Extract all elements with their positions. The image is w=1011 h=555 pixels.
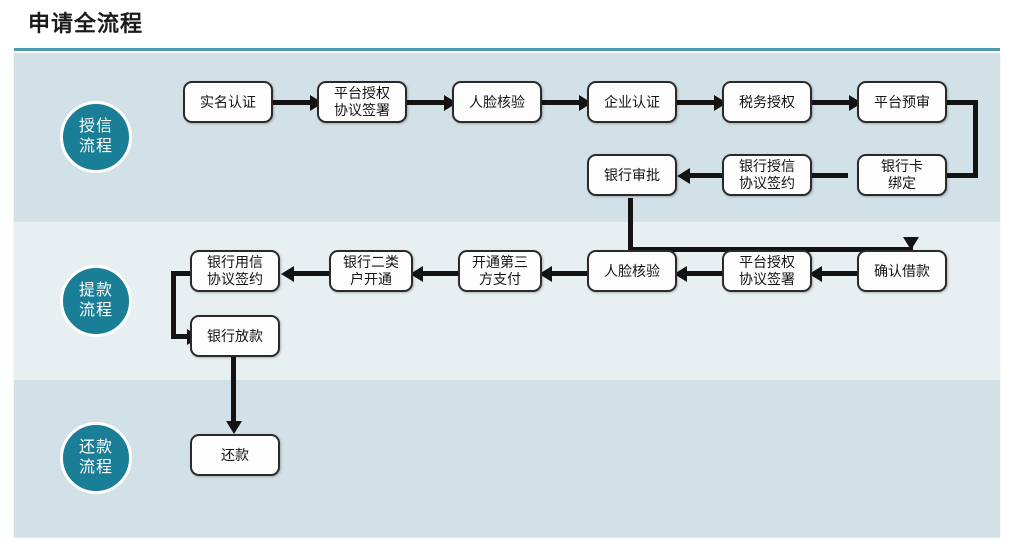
node-人脸核验-提款[interactable]: 人脸核验 [587, 250, 677, 292]
node-平台授权协议签署-提款[interactable]: 平台授权 协议签署 [722, 250, 812, 292]
node-银行授信协议签约[interactable]: 银行授信 协议签约 [722, 154, 812, 196]
node-label-line2: 绑定 [888, 175, 916, 191]
node-label-line1: 平台授权 [739, 254, 795, 270]
node-label-line1: 还款 [221, 446, 249, 463]
connector-n3-n4 [542, 100, 579, 105]
node-人脸核验[interactable]: 人脸核验 [452, 81, 542, 123]
title-divider [14, 48, 1000, 51]
connector-n12-n13 [552, 271, 588, 276]
node-label-line2: 户开通 [350, 271, 392, 287]
connector-n9-n10-down [628, 198, 633, 252]
node-还款[interactable]: 还款 [190, 434, 280, 476]
node-label-line1: 税务授权 [739, 93, 795, 110]
band-credit-process [14, 53, 1000, 222]
connector-n10-n11 [822, 271, 858, 276]
arrowhead-n14-n15 [281, 265, 294, 282]
node-平台预审[interactable]: 平台预审 [857, 81, 947, 123]
node-银行用信协议签约[interactable]: 银行用信 协议签约 [190, 250, 280, 292]
node-label-line1: 平台预审 [874, 93, 930, 110]
node-label-line1: 平台授权 [334, 85, 390, 101]
connector-n4-n5 [677, 100, 714, 105]
connector-n5-n6 [812, 100, 849, 105]
arrowhead-n13-n14 [410, 265, 423, 282]
node-label-line2: 协议签约 [207, 271, 263, 287]
stage-label-withdraw-line1: 提款 [78, 282, 113, 299]
connector-n1-n2 [273, 100, 310, 105]
node-平台授权协议签署[interactable]: 平台授权 协议签署 [317, 81, 407, 123]
node-label-line2: 协议签约 [739, 175, 795, 191]
connector-n8-n9 [690, 173, 726, 178]
node-实名认证[interactable]: 实名认证 [183, 81, 273, 123]
stage-label-credit-line2: 流程 [78, 138, 113, 155]
node-label-line1: 开通第三 [472, 254, 528, 270]
stage-label-repay-line1: 还款 [78, 439, 113, 456]
node-label-line1: 企业认证 [604, 93, 660, 110]
connector-n2-n3 [407, 100, 444, 105]
node-开通第三方支付[interactable]: 开通第三 方支付 [458, 250, 542, 292]
node-label-line2: 协议签署 [334, 102, 390, 118]
arrowhead-n12-n13 [539, 265, 552, 282]
band-repay-process [14, 380, 1000, 537]
connector-n15-n16-in [171, 334, 192, 339]
arrowhead-n10-n11 [809, 265, 822, 282]
connector-n6-n7-in [928, 173, 978, 178]
connector-n14-n15 [294, 271, 330, 276]
page-title: 申请全流程 [28, 11, 144, 36]
connector-n6-n7-out [947, 100, 978, 105]
node-label-line1: 银行卡 [881, 158, 923, 174]
stage-label-withdraw[interactable]: 提款 流程 [60, 265, 132, 337]
node-label-line1: 人脸核验 [604, 262, 660, 279]
node-label-line1: 银行放款 [207, 327, 263, 344]
node-银行二类户开通[interactable]: 银行二类 户开通 [329, 250, 413, 292]
node-label-line1: 银行用信 [207, 254, 263, 270]
connector-n7-n8 [812, 173, 848, 178]
node-税务授权[interactable]: 税务授权 [722, 81, 812, 123]
node-label-line1: 银行授信 [739, 158, 795, 174]
node-label-line1: 银行审批 [604, 166, 660, 183]
connector-n6-n7-down [973, 100, 978, 178]
flowchart-canvas: 授信 流程 提款 流程 还款 流程 [14, 53, 1000, 537]
node-企业认证[interactable]: 企业认证 [587, 81, 677, 123]
node-银行卡绑定[interactable]: 银行卡 绑定 [857, 154, 947, 196]
arrowhead-n8-n9 [677, 167, 690, 184]
node-label-line1: 确认借款 [874, 262, 930, 279]
arrowhead-n9-n10 [902, 237, 919, 250]
stage-label-repay-line2: 流程 [78, 459, 113, 476]
stage-label-credit-line1: 授信 [78, 118, 113, 135]
node-银行放款[interactable]: 银行放款 [190, 315, 280, 357]
band-withdraw-process [14, 222, 1000, 380]
node-label-line1: 人脸核验 [469, 93, 525, 110]
arrowhead-n16-n17 [225, 421, 242, 434]
node-label-line1: 银行二类 [343, 254, 399, 270]
node-确认借款[interactable]: 确认借款 [857, 250, 947, 292]
connector-n15-n16-down [171, 271, 176, 339]
connector-n13-n14 [423, 271, 459, 276]
stage-label-credit[interactable]: 授信 流程 [60, 101, 132, 173]
connector-n9-n10-across [628, 247, 913, 252]
connector-n11-n12 [687, 271, 723, 276]
arrowhead-n11-n12 [674, 265, 687, 282]
connector-n15-n16-out [171, 271, 194, 276]
connector-n16-n17 [231, 357, 236, 425]
node-银行审批[interactable]: 银行审批 [587, 154, 677, 196]
stage-label-repay[interactable]: 还款 流程 [60, 422, 132, 494]
node-label-line2: 方支付 [479, 271, 521, 287]
stage-label-withdraw-line2: 流程 [78, 302, 113, 319]
node-label-line2: 协议签署 [739, 271, 795, 287]
node-label-line1: 实名认证 [200, 93, 256, 110]
